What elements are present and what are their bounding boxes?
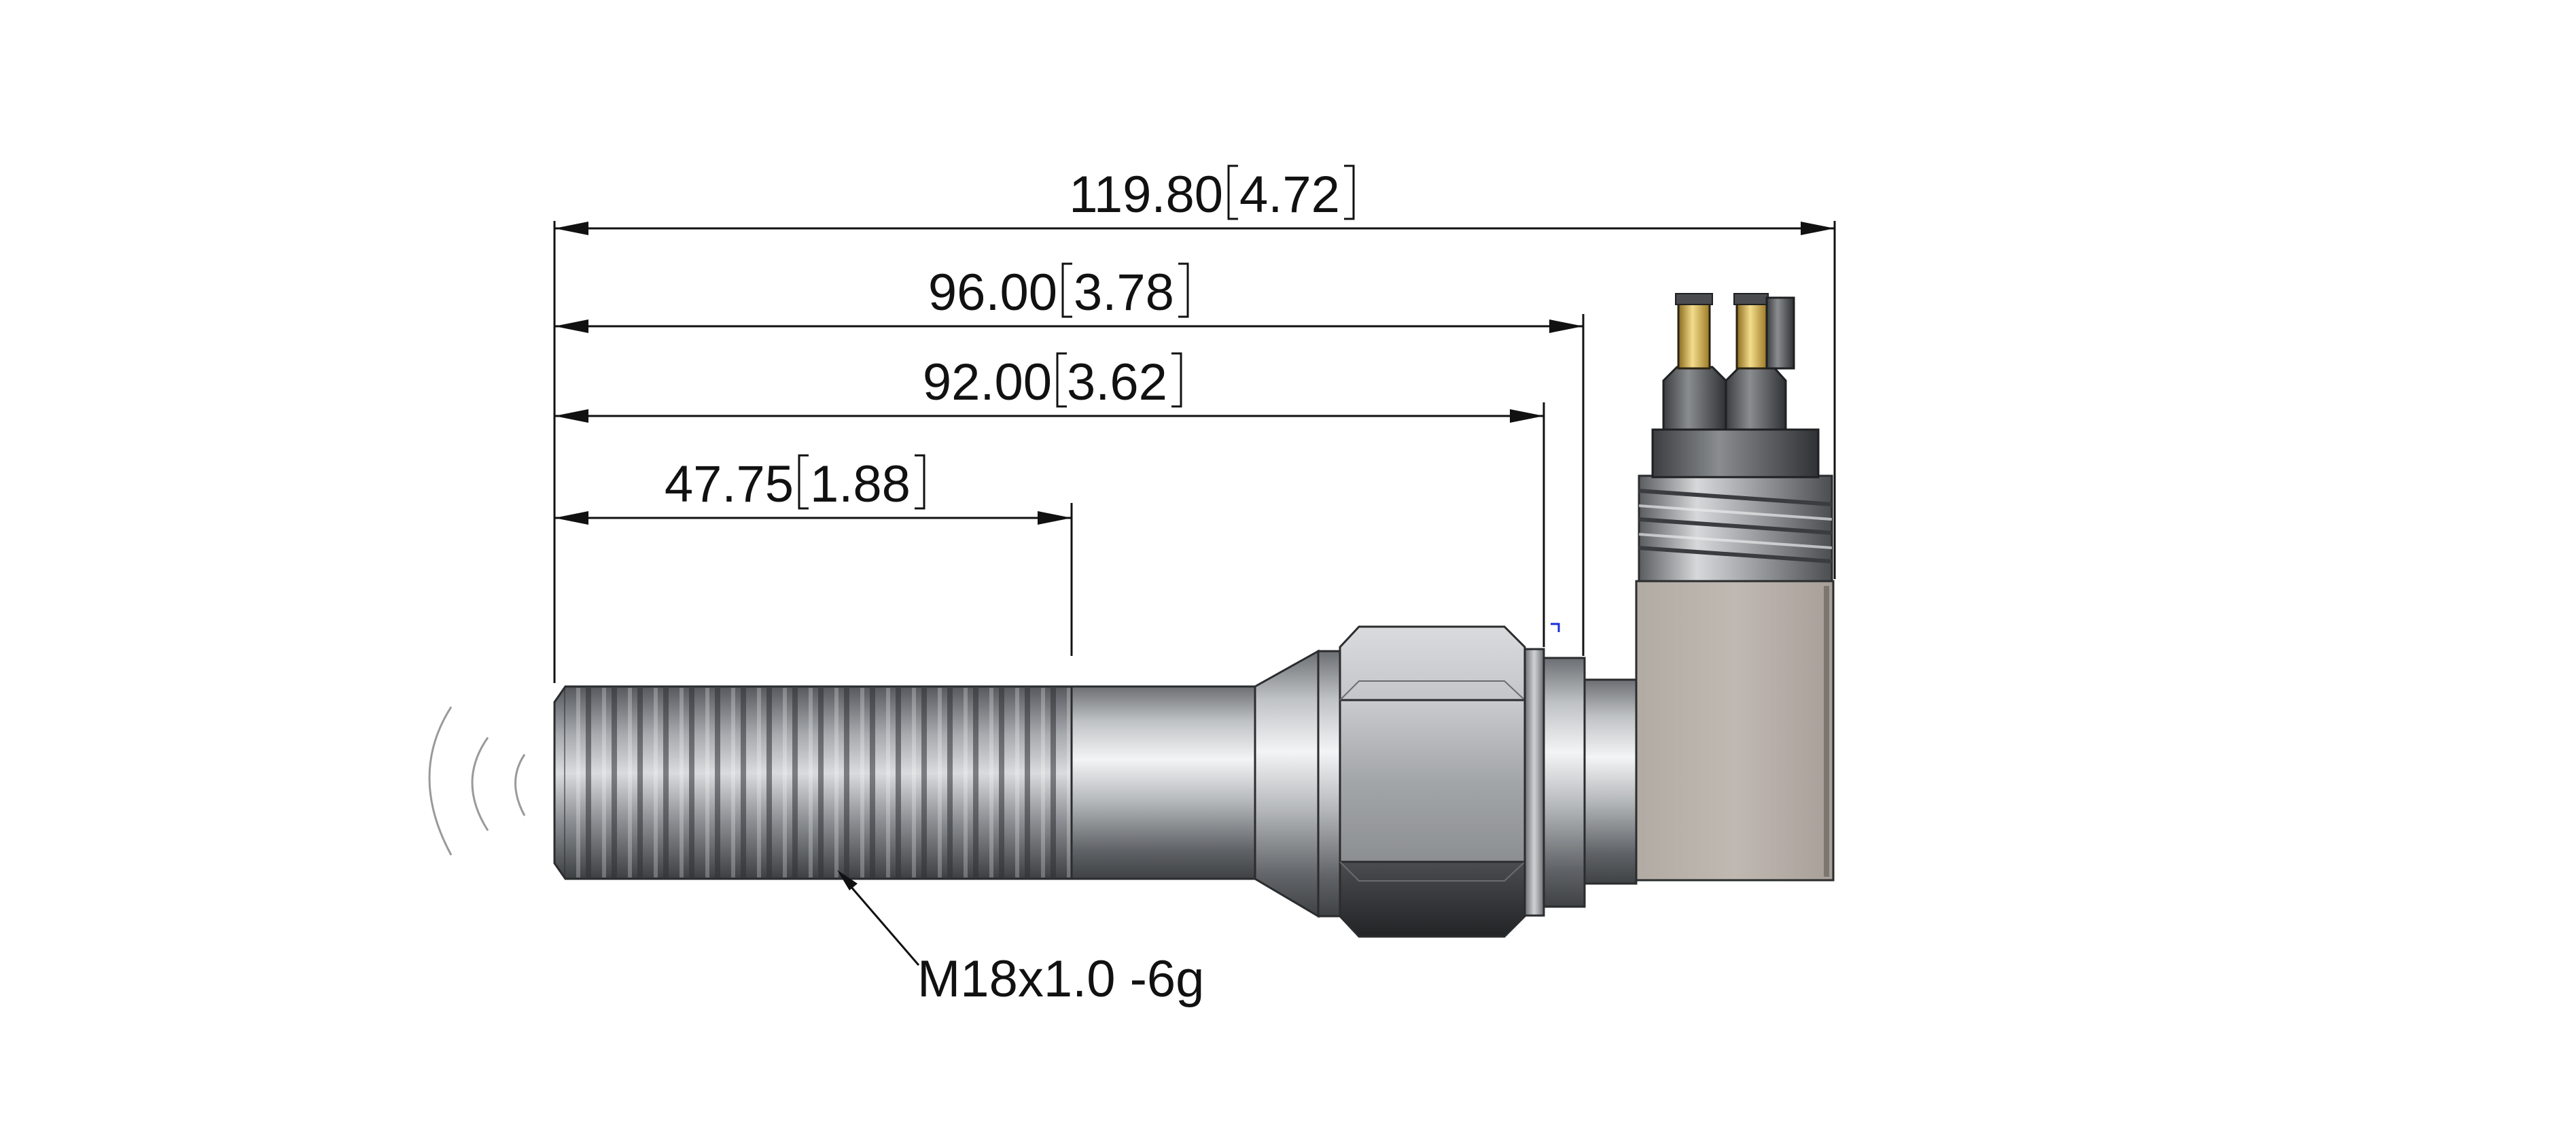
dim-face-value: 96.00: [928, 264, 1057, 321]
extension-lines: [553, 221, 1836, 683]
dim-overall-value: 119.80: [1069, 166, 1223, 224]
thread-ribs: [564, 688, 1071, 877]
callout-leader-line: [840, 875, 920, 966]
dim-face-bracket-close: [1178, 262, 1189, 318]
pin-left-gold: [1677, 296, 1711, 370]
dimension-lines: [554, 222, 1835, 525]
hex-nut: [1339, 625, 1526, 938]
dim-thread-bracket-open: [798, 454, 809, 510]
sensing-arc-middle: [471, 737, 489, 831]
callout-leader-arrow: [837, 870, 858, 890]
smooth-shank: [1070, 685, 1256, 880]
collar-ring: [1523, 648, 1545, 917]
hex-face-bottom: [1339, 860, 1526, 938]
dim-line-collar: [554, 409, 1544, 423]
taper-collar: [1317, 650, 1341, 918]
sensing-arc-inner: [514, 754, 526, 816]
datum-mark: [1551, 623, 1560, 632]
dimension-labels: 119.80 4.72 96.00 3.78 92.00 3.62 47.75 …: [665, 164, 1355, 513]
connector-pins: [1662, 293, 1795, 431]
dim-collar-value: 92.00: [923, 353, 1052, 411]
dim-line-overall: [554, 222, 1835, 235]
dim-overall-inch: 4.72: [1239, 166, 1340, 224]
dim-line-face: [554, 319, 1583, 333]
dim-face-bracket-open: [1061, 262, 1072, 318]
dim-thread-value: 47.75: [665, 455, 794, 513]
dim-collar-bracket-close: [1171, 352, 1182, 408]
hex-face-top: [1339, 625, 1526, 701]
taper-cone: [1254, 649, 1320, 918]
sensor-body: [553, 293, 1835, 938]
pin-left-sleeve: [1662, 366, 1727, 431]
pin-right-gold: [1735, 296, 1768, 370]
connector-coupling: [1638, 474, 1833, 582]
hex-face-middle: [1339, 699, 1526, 863]
sensing-field-arcs: [428, 706, 526, 856]
dim-collar-bracket-open: [1056, 352, 1067, 408]
pin-rear-post: [1765, 296, 1795, 370]
dim-thread-bracket-close: [915, 454, 925, 510]
coupling-thread-highlights: [1638, 504, 1833, 549]
coupling-threads: [1638, 489, 1833, 563]
dim-collar-inch: 3.62: [1067, 353, 1167, 411]
sensing-arc-outer: [428, 706, 453, 856]
hex-chamfer-lines: [1339, 680, 1525, 882]
collar-face: [1542, 657, 1586, 908]
thread-callout: M18x1.0 -6g: [837, 870, 1204, 1008]
pin-right-cap: [1733, 293, 1769, 305]
pin-right-sleeve: [1725, 366, 1787, 431]
thread-spec-label: M18x1.0 -6g: [917, 950, 1204, 1008]
dim-overall-bracket-open: [1227, 164, 1238, 220]
dim-overall-bracket-close: [1344, 164, 1355, 220]
dim-face-inch: 3.78: [1074, 264, 1174, 321]
neck-cylinder: [1583, 678, 1638, 885]
connector-housing: [1635, 580, 1835, 882]
connector-insert: [1651, 428, 1820, 478]
dim-line-thread: [554, 511, 1072, 525]
pin-left-cap: [1675, 293, 1713, 305]
dim-thread-inch: 1.88: [810, 455, 911, 513]
